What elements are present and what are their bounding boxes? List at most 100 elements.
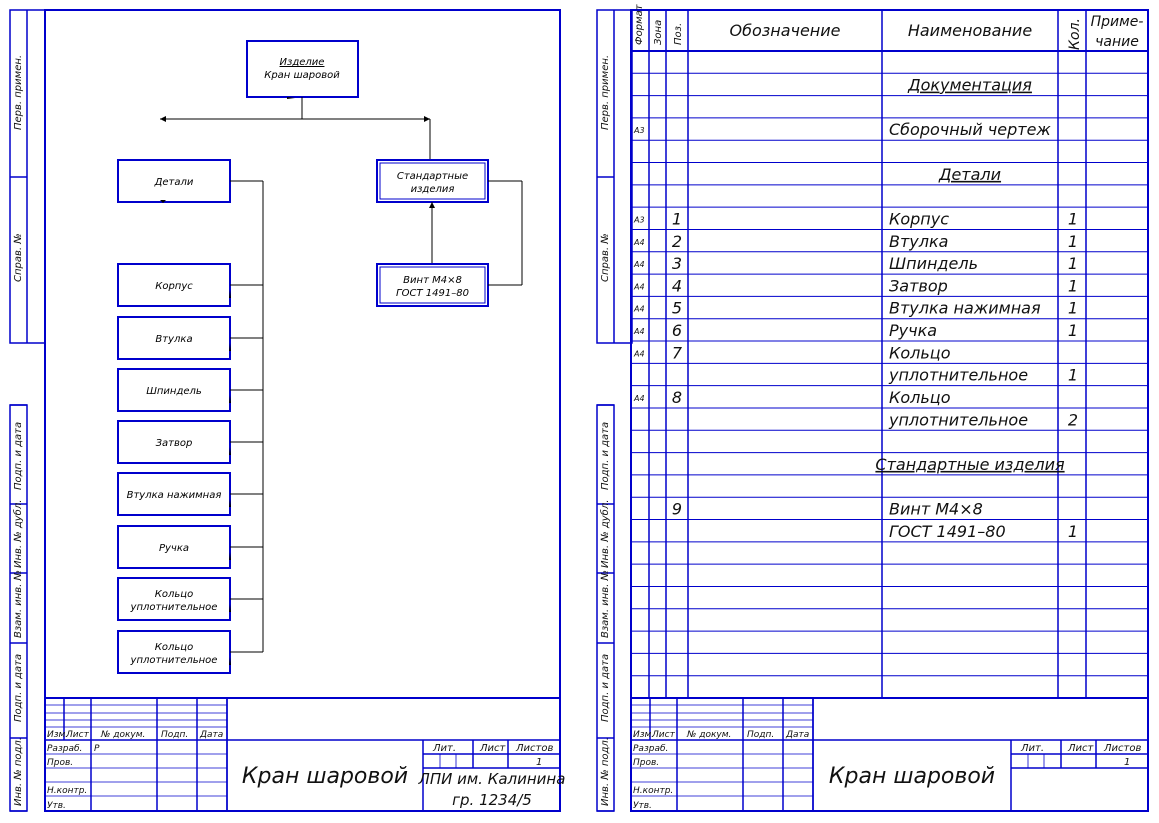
right-side-label: Инв. № подл.	[600, 737, 611, 806]
left-stamp-lit-header: Лит.	[432, 743, 456, 754]
scheme-arrow	[229, 657, 231, 665]
spec-cell-position: 9	[672, 500, 682, 519]
right-side-label: Перв. примен.	[600, 55, 611, 130]
right-stamp-header: Лист	[651, 730, 676, 740]
spec-cell-section: Детали	[938, 165, 1001, 184]
left-side-label: Инв. № дубл.	[12, 500, 24, 568]
spec-cell-name: Кольцо	[889, 388, 951, 407]
right-stamp-header: Подп.	[747, 730, 774, 740]
spec-cell-position: 8	[672, 388, 682, 407]
right-side-label: Подп. и дата	[600, 654, 611, 722]
right-stamp-header: Изм.	[633, 730, 654, 740]
spec-header-name: Наименование	[908, 21, 1032, 40]
scheme-part-box-text: Ручка	[159, 543, 189, 554]
spec-cell-position: 6	[672, 321, 682, 340]
spec-cell-position: 5	[672, 299, 682, 318]
spec-cell-qty: 1	[1068, 276, 1078, 295]
scheme-screw-box-text: Винт М4×8	[403, 275, 462, 286]
left-stamp-header: Лист	[65, 730, 90, 740]
spec-cell-name: Ручка	[889, 321, 937, 340]
left-side-label: Взам. инв. №	[13, 570, 24, 638]
scheme-root-subtitle: Кран шаровой	[264, 70, 340, 81]
spec-cell-name: уплотнительное	[888, 366, 1028, 385]
scheme-standard-box-text: Стандартные	[397, 171, 468, 182]
scheme-arrow	[229, 552, 231, 560]
left-stamp-group: гр. 1234/5	[452, 791, 532, 809]
left-side-label: Подп. и дата	[13, 654, 24, 722]
spec-cell-qty: 1	[1068, 522, 1078, 541]
right-stamp-role: Разраб.	[633, 744, 668, 754]
spec-cell-name: уплотнительное	[888, 410, 1028, 429]
right-stamp-lit-header: Листов	[1103, 743, 1141, 754]
spec-cell-name: Кольцо	[889, 343, 951, 362]
spec-cell-name: Втулка нажимная	[889, 299, 1041, 318]
scheme-root-box	[246, 40, 359, 98]
right-stamp-role: Н.контр.	[633, 786, 673, 796]
right-stamp-header: № докум.	[686, 730, 731, 740]
scheme-arrow	[429, 202, 435, 208]
left-side-label: Перв. примен.	[13, 55, 24, 130]
spec-cell-qty: 1	[1068, 209, 1078, 228]
spec-cell-format: А4	[633, 305, 645, 314]
spec-header-designation: Обозначение	[729, 21, 840, 40]
spec-header-format: Формат	[634, 3, 645, 45]
spec-header-note: Приме-	[1091, 14, 1144, 30]
scheme-part-box-text: уплотнительное	[130, 655, 218, 666]
right-side-label: Инв. № дубл.	[599, 500, 611, 568]
spec-cell-format: А4	[633, 260, 645, 269]
scheme-part-box-text: Втулка	[155, 334, 192, 345]
spec-cell-position: 4	[672, 276, 682, 295]
left-stamp-role: Утв.	[47, 801, 66, 811]
scheme-arrow	[229, 343, 231, 351]
spec-cell-position: 1	[672, 209, 682, 228]
spec-cell-name: Винт М4×8	[889, 500, 983, 519]
spec-cell-name: Корпус	[889, 209, 949, 228]
scheme-standard-box-text: изделия	[411, 184, 455, 195]
left-stamp-header: Дата	[199, 730, 223, 740]
scheme-part-box-text: Затвор	[156, 438, 193, 449]
spec-cell-name: ГОСТ 1491–80	[889, 522, 1006, 541]
spec-cell-qty: 1	[1068, 232, 1078, 251]
scheme-arrow	[229, 447, 231, 455]
right-side-label: Подп. и дата	[600, 422, 611, 490]
spec-header-qty: Кол.	[1067, 18, 1083, 50]
spec-cell-format: А4	[633, 327, 645, 336]
spec-cell-name: Втулка	[889, 232, 948, 251]
left-side-label: Инв. № подл.	[13, 737, 24, 806]
right-stamp-sheets: 1	[1124, 757, 1130, 768]
right-stamp-lit-header: Лист	[1067, 743, 1095, 754]
scheme-root-title: Изделие	[280, 57, 325, 68]
scheme-screw-box-text: ГОСТ 1491–80	[396, 288, 469, 299]
scheme-part-box-text: Корпус	[155, 281, 193, 292]
spec-cell-format: А4	[633, 349, 645, 358]
scheme-arrow	[229, 395, 231, 403]
left-stamp-header: Подп.	[161, 730, 188, 740]
left-stamp-org: ЛПИ им. Калинина	[418, 770, 566, 788]
left-stamp-role: Н.контр.	[47, 786, 87, 796]
spec-cell-qty: 1	[1068, 299, 1078, 318]
spec-cell-position: 2	[672, 232, 682, 251]
spec-header-note: чание	[1095, 34, 1139, 50]
spec-cell-format: А4	[633, 394, 645, 403]
right-stamp-header: Дата	[785, 730, 809, 740]
scheme-standard-box-inner	[379, 162, 486, 200]
right-stamp-title: Кран шаровой	[829, 764, 995, 789]
spec-cell-format: А3	[633, 126, 645, 135]
left-stamp-header: Изм.	[47, 730, 68, 740]
left-side-label: Подп. и дата	[13, 422, 24, 490]
scheme-arrow	[229, 290, 231, 298]
scheme-part-box-text: Втулка нажимная	[127, 490, 222, 501]
spec-cell-qty: 2	[1068, 410, 1078, 429]
scheme-arrow	[229, 499, 231, 507]
spec-cell-format: А3	[633, 215, 645, 224]
scheme-arrow	[229, 604, 231, 612]
left-stamp-header: № докум.	[100, 730, 145, 740]
spec-header-zone: Зона	[653, 20, 664, 45]
spec-cell-position: 3	[672, 254, 682, 273]
left-stamp-role: Разраб.	[47, 744, 82, 754]
spec-cell-qty: 1	[1068, 366, 1078, 385]
left-sheet-frame	[44, 9, 561, 812]
spec-header-pos: Поз.	[673, 23, 684, 45]
left-stamp-lit-header: Листов	[515, 743, 553, 754]
